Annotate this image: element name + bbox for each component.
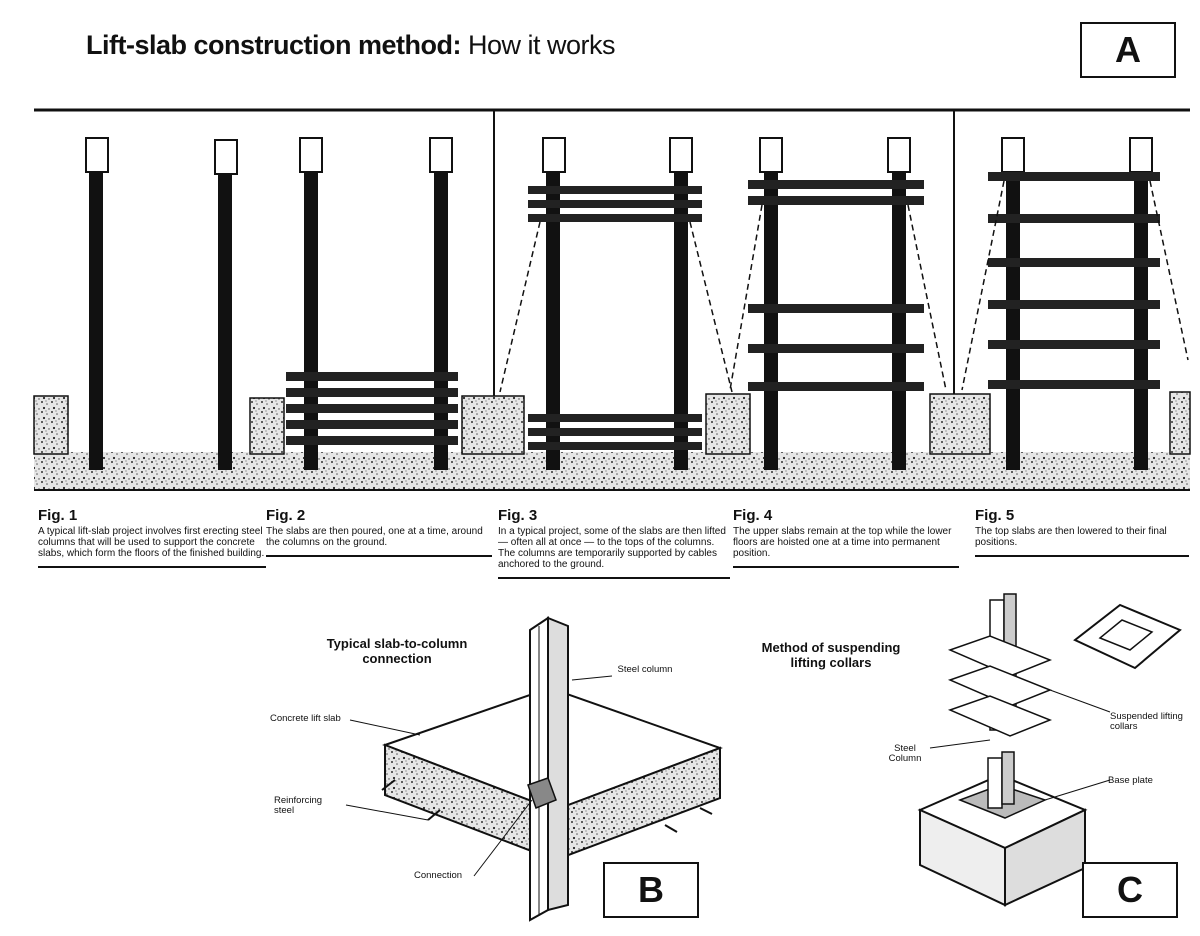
ground-block <box>929 393 991 455</box>
label-steel-column-b: Steel column <box>617 664 673 675</box>
title-bold: Lift-slab construction method: <box>86 30 461 60</box>
label-reinforcing-steel: Reinforcing steel <box>274 795 323 816</box>
fig1-text: A typical lift-slab project involves fir… <box>38 526 266 568</box>
fig4-columns-and-slabs <box>729 137 947 470</box>
ground-block <box>33 395 69 455</box>
fig5-columns-and-slabs <box>961 137 1189 470</box>
detail-c-heading: Method of suspending lifting collars <box>761 640 901 670</box>
panel-label-a: A <box>1080 22 1176 78</box>
ground-block <box>249 397 285 455</box>
fig4-heading: Fig. 4 <box>733 507 773 524</box>
fig2-columns-and-slabs <box>286 137 458 470</box>
fig1-columns <box>85 137 238 470</box>
fig5-heading: Fig. 5 <box>975 507 1015 524</box>
detail-b-drawing <box>345 616 723 922</box>
fig5-caption: Fig. 5 The top slabs are then lowered to… <box>975 507 1189 557</box>
panel-label-c: C <box>1082 862 1178 918</box>
panel-label-b: B <box>603 862 699 918</box>
ground-block <box>705 393 751 455</box>
fig4-text: The upper slabs remain at the top while … <box>733 526 959 568</box>
fig3-heading: Fig. 3 <box>498 507 538 524</box>
fig4-caption: Fig. 4 The upper slabs remain at the top… <box>733 507 959 568</box>
fig3-text: In a typical project, some of the slabs … <box>498 526 730 579</box>
detail-c-drawing <box>917 593 1182 907</box>
page-title: Lift-slab construction method: How it wo… <box>86 30 616 61</box>
fig1-heading: Fig. 1 <box>38 507 78 524</box>
title-regular: How it works <box>460 30 616 60</box>
fig3-columns-and-slabs <box>499 137 733 470</box>
fig2-heading: Fig. 2 <box>266 507 306 524</box>
fig2-text: The slabs are then poured, one at a time… <box>266 526 492 557</box>
label-concrete-slab: Concrete lift slab <box>270 713 341 724</box>
label-suspended-collars: Suspended lifting collars <box>1110 711 1183 732</box>
fig3-caption: Fig. 3 In a typical project, some of the… <box>498 507 730 579</box>
detail-b-heading: Typical slab-to-column connection <box>326 636 468 666</box>
fig5-text: The top slabs are then lowered to their … <box>975 526 1189 557</box>
label-steel-column-c: Steel Column <box>888 743 922 764</box>
label-base-plate: Base plate <box>1108 775 1153 786</box>
fig1-caption: Fig. 1 A typical lift-slab project invol… <box>38 507 266 568</box>
ground-block <box>1169 391 1191 455</box>
fig2-caption: Fig. 2 The slabs are then poured, one at… <box>266 507 492 557</box>
label-connection: Connection <box>414 870 463 881</box>
ground-block <box>461 395 525 455</box>
